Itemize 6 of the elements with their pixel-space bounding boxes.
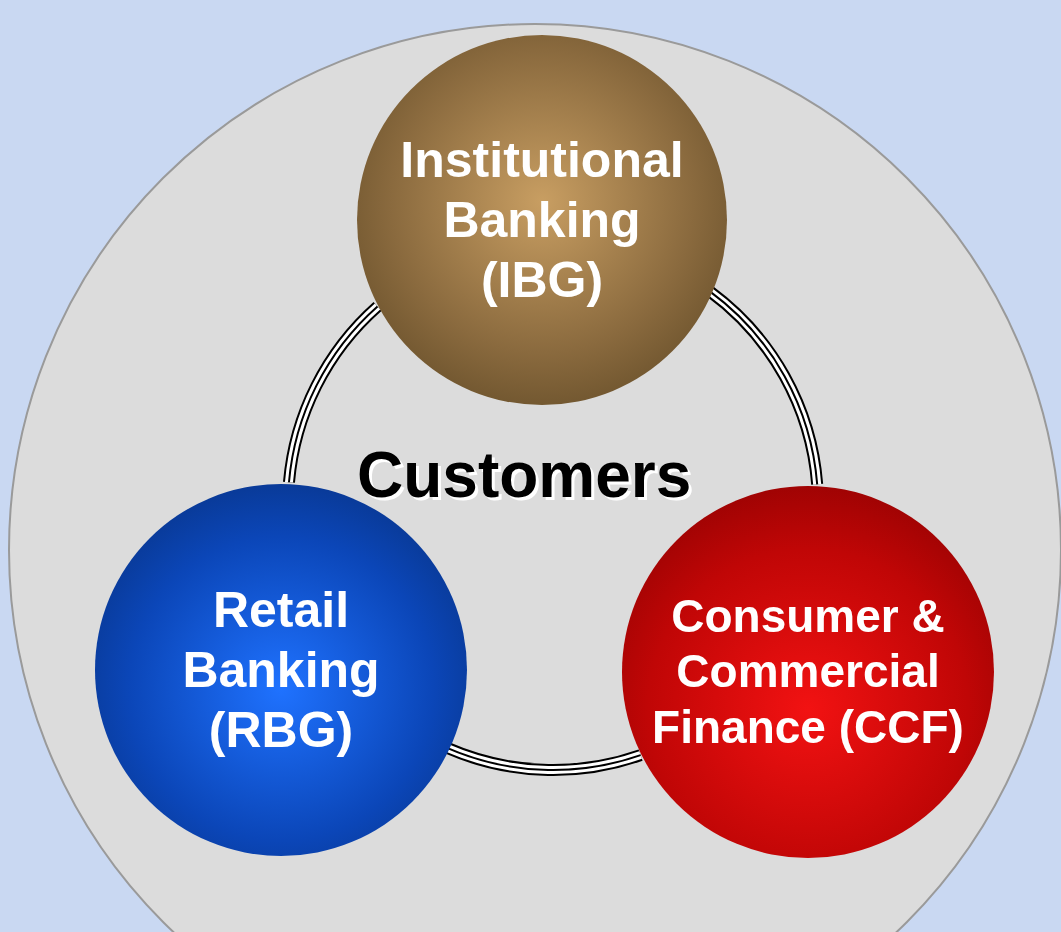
division-label: Consumer & Commercial Finance (CCF) <box>651 589 965 755</box>
division-label: Institutional Banking (IBG) <box>400 131 684 310</box>
division-label: Retail Banking (RBG) <box>182 581 380 760</box>
triple-line-connector <box>283 302 382 484</box>
triple-line-connector <box>444 742 643 776</box>
center-label: Customers <box>357 443 692 507</box>
